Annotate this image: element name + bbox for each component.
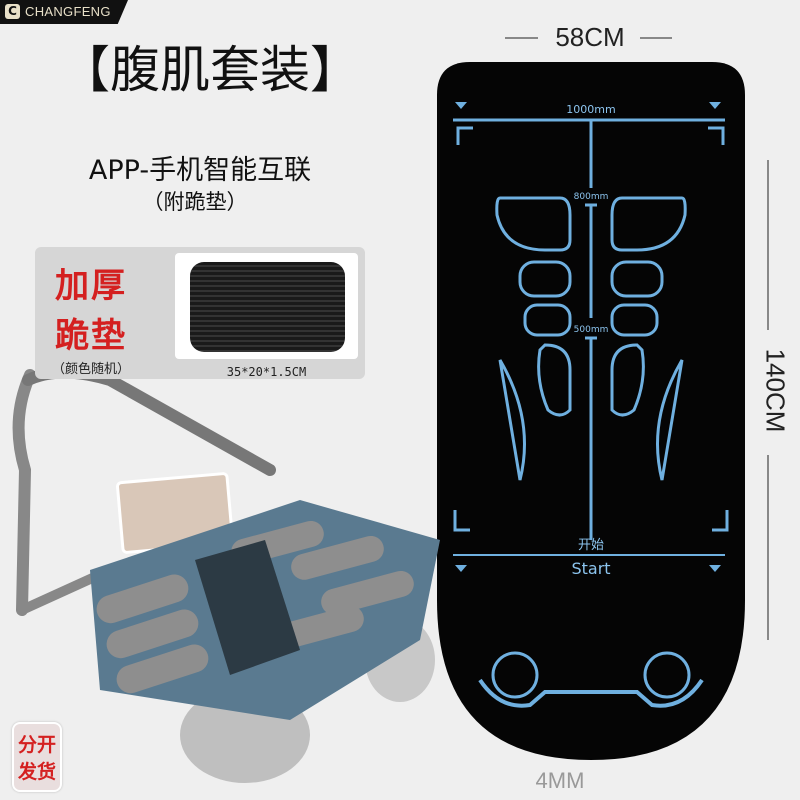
knee-pad-label-line1: 加厚 xyxy=(55,266,127,306)
knee-pad-image xyxy=(190,262,345,352)
page-title: 【腹肌套装】 xyxy=(60,41,360,99)
mat-start-cn: 开始 xyxy=(578,538,604,553)
mat-label-800mm: 800mm xyxy=(574,192,609,202)
shipping-badge xyxy=(12,722,62,792)
exercise-mat: 1000mm 800mm 500mm 开始 Start xyxy=(437,62,745,760)
mat-label-1000mm: 1000mm xyxy=(566,103,615,116)
subtitle: APP-手机智能互联 xyxy=(88,155,312,186)
shipping-badge-line2: 发货 xyxy=(17,761,56,783)
mat-label-500mm: 500mm xyxy=(574,325,609,335)
shipping-badge-line1: 分开 xyxy=(17,734,56,756)
knee-pad-size: 35*20*1.5CM xyxy=(226,365,307,379)
brand-logo-icon: C xyxy=(5,4,20,19)
knee-pad-label-line2: 跪垫 xyxy=(55,316,127,356)
subtitle-note: （附跪垫） xyxy=(142,190,248,214)
knee-pad-note: （颜色随机） xyxy=(52,362,131,377)
brand-name: CHANGFENG xyxy=(25,4,111,19)
mat-width-label: 58CM xyxy=(555,22,625,52)
mat-start-en: Start xyxy=(571,559,610,578)
dragon-pattern-panel xyxy=(195,540,300,675)
mat-thickness-label: 4MM xyxy=(535,768,585,793)
brand-logo xyxy=(0,0,128,24)
mat-length-label: 140CM xyxy=(760,348,791,433)
ab-roller xyxy=(12,366,440,783)
